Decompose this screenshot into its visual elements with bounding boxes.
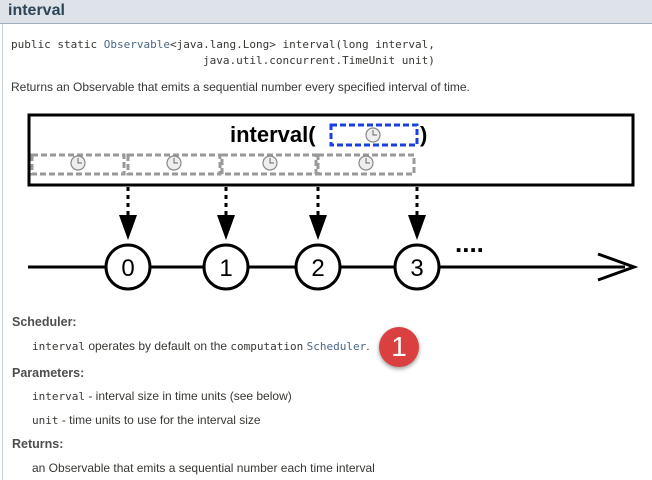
returns-text: an Observable that emits a sequential nu…	[32, 461, 375, 475]
scheduler-link[interactable]: Scheduler	[306, 340, 367, 353]
left-border	[2, 24, 3, 480]
clock-icon	[365, 127, 381, 143]
ellipsis: ....	[455, 228, 484, 258]
operator-label: interval(	[230, 122, 316, 147]
marble-label: 1	[219, 255, 232, 282]
arrowhead-icon	[408, 215, 426, 240]
method-header: interval	[0, 0, 652, 24]
annotation-badge: 1	[379, 327, 419, 367]
marble	[202, 243, 250, 291]
operator-close: )	[420, 122, 427, 147]
parameters-heading: Parameters:	[12, 366, 85, 380]
parameter-item: interval - interval size in time units (…	[32, 389, 292, 403]
method-signature: public static Observable<java.lang.Long>…	[11, 38, 435, 67]
timeline-arrow-icon	[597, 252, 639, 282]
arrowhead-icon	[119, 215, 137, 240]
clock-icon	[70, 155, 86, 171]
arrowhead-icon	[309, 215, 327, 240]
scheduler-heading: Scheduler:	[12, 315, 77, 329]
marble	[104, 243, 152, 291]
marble-label: 2	[311, 255, 324, 282]
interval-param-box	[329, 123, 419, 147]
returns-heading: Returns:	[12, 437, 64, 451]
marble	[393, 243, 441, 291]
method-description: Returns an Observable that emits a seque…	[11, 80, 470, 94]
parameter-item: unit - time units to use for the interva…	[32, 413, 261, 427]
clock-icon	[262, 155, 278, 171]
marble-label: 0	[121, 255, 134, 282]
marble-label: 3	[410, 255, 423, 282]
method-title: interval	[8, 2, 65, 19]
interval-box	[316, 153, 416, 176]
clock-icon	[166, 155, 182, 171]
arrowhead-icon	[217, 215, 235, 240]
interval-box	[220, 153, 318, 176]
observable-link[interactable]: Observable	[103, 38, 170, 51]
interval-box	[30, 153, 126, 176]
marble-diagram: interval( ) 0 1 2 3 ....	[27, 113, 639, 291]
clock-icon	[358, 155, 374, 171]
scheduler-text: interval operates by default on the comp…	[32, 339, 370, 353]
marble	[294, 243, 342, 291]
interval-box	[126, 153, 222, 176]
